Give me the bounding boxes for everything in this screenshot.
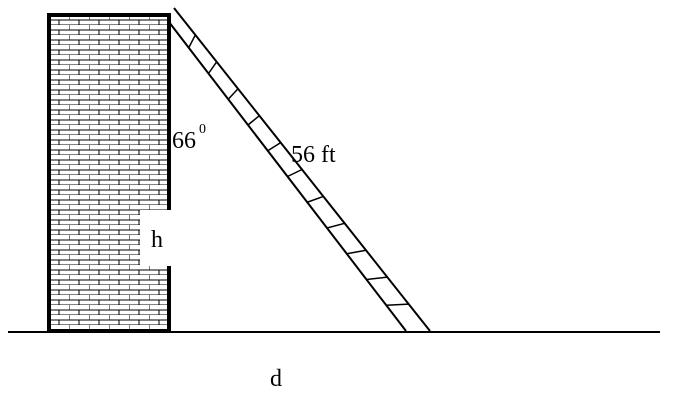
ladder-rung: [188, 34, 197, 49]
ladder-rung: [247, 115, 260, 126]
angle-degree-superscript: 0: [199, 122, 206, 137]
ladder-rung: [207, 61, 218, 74]
ladder-rung: [227, 88, 239, 100]
height-label: h: [151, 227, 163, 253]
ladder: [168, 7, 431, 332]
ladder-rung: [267, 141, 282, 152]
ladder-rung: [287, 168, 303, 178]
ladder-rung: [306, 195, 324, 203]
ladder-length-label: 56 ft: [291, 142, 336, 168]
ladder-rung: [386, 303, 409, 306]
angle-label: 66: [172, 128, 196, 154]
ladder-rung: [346, 249, 367, 255]
brick-wall: [47, 13, 171, 333]
ladder-rung: [326, 222, 345, 229]
ladder-rung: [366, 276, 388, 281]
distance-label: d: [270, 366, 282, 392]
height-label-gap: [140, 210, 180, 266]
